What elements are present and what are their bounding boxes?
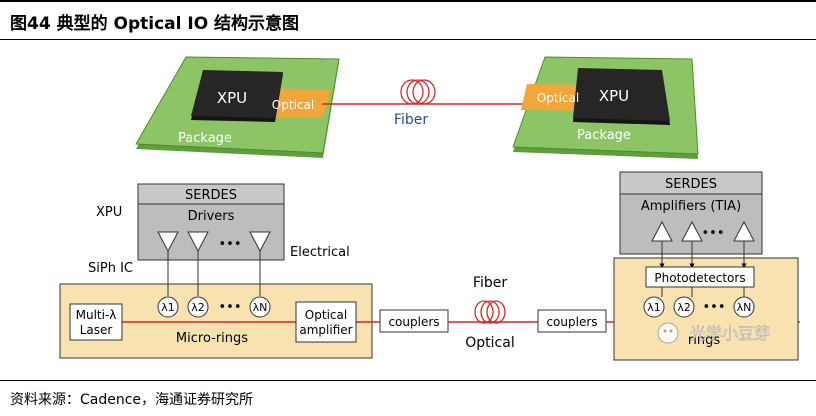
- watermark-text: 光学小豆芽: [690, 324, 770, 343]
- rx-lambda-1: λ1: [647, 301, 661, 314]
- tx-ring-1: [157, 296, 179, 318]
- amp-text-2: amplifier: [299, 323, 352, 337]
- drivers-text: Drivers: [188, 209, 235, 224]
- couplers-right-text: couplers: [546, 315, 597, 329]
- middle-fiber-coil: [474, 300, 506, 324]
- top-fiber-label: Fiber: [394, 112, 428, 128]
- right-xpu-text: XPU: [599, 87, 629, 105]
- xpu-label: XPU: [96, 205, 122, 220]
- driver-dots: •••: [218, 237, 241, 252]
- tx-ring-n: [249, 296, 271, 318]
- laser-text-2: Laser: [80, 323, 113, 337]
- driver-triangle-1: [157, 231, 179, 253]
- tx-ring-dots: •••: [218, 300, 241, 315]
- left-xpu-text: XPU: [217, 89, 247, 107]
- optical-io-diagram: XPU Optical Package Fiber XPU Optical Pa…: [59, 56, 800, 361]
- electrical-label: Electrical: [290, 245, 350, 260]
- top-fiber: Fiber: [322, 79, 535, 128]
- rx-lambda-n: λN: [737, 301, 752, 314]
- watermark: 光学小豆芽: [657, 322, 770, 344]
- bottom-rule: [0, 380, 816, 381]
- rx-ring-2: [673, 296, 695, 318]
- right-package: XPU Optical Package: [512, 56, 699, 159]
- rx-ring-1: [643, 296, 665, 318]
- microrings-text: Micro-rings: [176, 331, 248, 346]
- tx-lambda-2: λ2: [191, 301, 205, 314]
- tia-dots: •••: [701, 226, 724, 241]
- driver-triangle-n: [249, 231, 271, 253]
- rx-ring-dots: •••: [702, 300, 725, 315]
- rx-lambda-2: λ2: [677, 301, 691, 314]
- tx-lambda-1: λ1: [161, 301, 175, 314]
- left-package: XPU Optical Package: [135, 56, 340, 158]
- rx-rings-text: rings: [688, 333, 720, 348]
- couplers-right-box: [537, 309, 607, 333]
- laser-text-1: Multi-λ: [76, 308, 117, 322]
- siph-label: SiPh IC: [88, 261, 133, 276]
- middle-optical-label: Optical: [465, 335, 514, 351]
- rx-ring-n: [733, 296, 755, 318]
- middle-fiber-label: Fiber: [473, 275, 507, 291]
- title-bar: 图44 典型的 Optical IO 结构示意图: [0, 0, 816, 40]
- right-xpu-chip: [573, 68, 670, 121]
- tx-lambda-n: λN: [253, 301, 268, 314]
- driver-triangle-2: [187, 231, 209, 253]
- optical-amplifier-box: [295, 301, 357, 343]
- source-note: 资料来源：Cadence，海通证券研究所: [10, 392, 254, 408]
- amp-text-1: Optical: [305, 308, 347, 322]
- left-optical-text: Optical: [272, 98, 314, 112]
- couplers-left-box: [379, 309, 449, 333]
- laser-box: [69, 303, 123, 341]
- figure-title: 图44 典型的 Optical IO 结构示意图: [10, 14, 300, 34]
- left-xpu-chip: [191, 70, 283, 118]
- left-serdes-text: SERDES: [185, 188, 237, 203]
- right-package-text: Package: [577, 128, 631, 143]
- tx-ring-2: [187, 296, 209, 318]
- right-serdes-text: SERDES: [665, 177, 717, 192]
- right-optical-text: Optical: [537, 91, 579, 105]
- photodetectors-box: [645, 266, 755, 288]
- left-package-text: Package: [178, 131, 232, 146]
- photodetectors-text: Photodetectors: [654, 271, 745, 285]
- amplifiers-text: Amplifiers (TIA): [641, 199, 741, 214]
- couplers-left-text: couplers: [388, 315, 439, 329]
